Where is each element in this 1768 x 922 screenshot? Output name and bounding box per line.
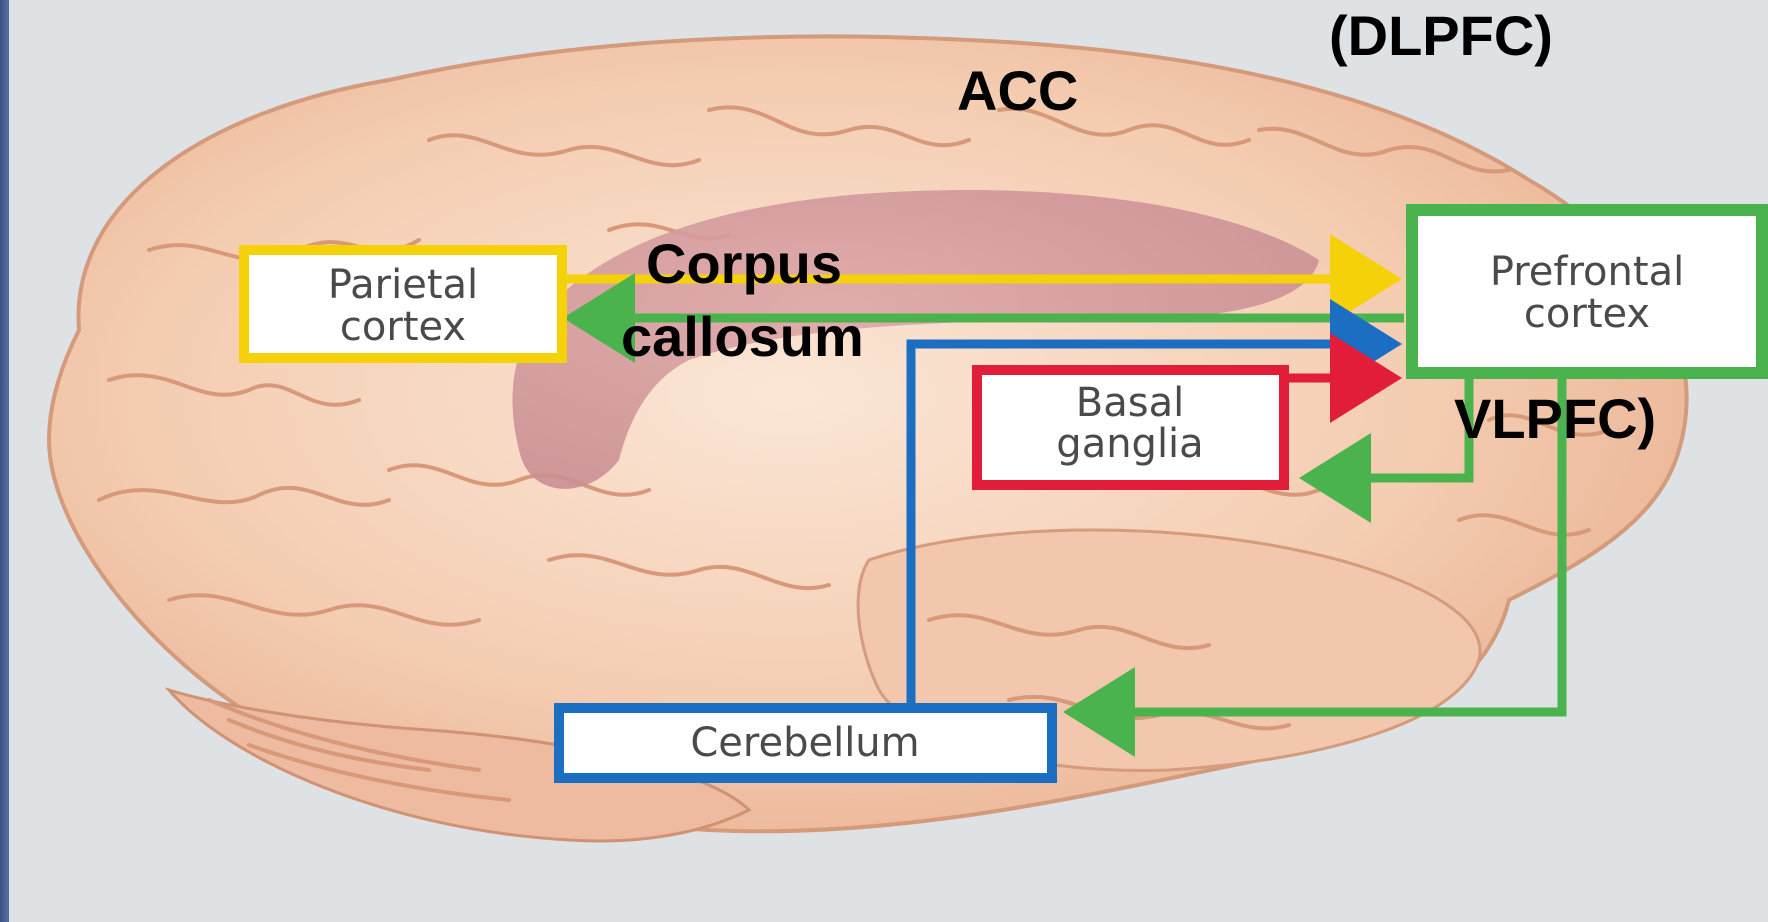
cerebellum-label: Cerebellum bbox=[690, 720, 919, 766]
acc-label: ACC bbox=[957, 59, 1078, 122]
basal-label-line2: ganglia bbox=[1056, 421, 1203, 467]
prefrontal-cortex-box: Prefrontal cortex bbox=[1412, 210, 1762, 373]
dlpfc-label: (DLPFC) bbox=[1329, 4, 1553, 67]
basal-ganglia-box: Basal ganglia bbox=[977, 370, 1284, 485]
prefrontal-label-line2: cortex bbox=[1524, 291, 1650, 337]
corpus-label-line2: callosum bbox=[621, 305, 864, 368]
parietal-cortex-box: Parietal cortex bbox=[244, 250, 562, 358]
parietal-label-line1: Parietal bbox=[328, 262, 478, 308]
brain-diagram: Parietal cortex Prefrontal cortex Basal … bbox=[9, 0, 1768, 922]
cerebellum-box: Cerebellum bbox=[559, 708, 1052, 778]
slide-panel: Parietal cortex Prefrontal cortex Basal … bbox=[9, 0, 1768, 922]
basal-label-line1: Basal bbox=[1076, 380, 1184, 426]
parietal-label-line2: cortex bbox=[340, 304, 466, 350]
prefrontal-label-line1: Prefrontal bbox=[1490, 249, 1684, 295]
vlpfc-label: VLPFC) bbox=[1454, 387, 1656, 450]
corpus-label-line1: Corpus bbox=[646, 232, 842, 295]
